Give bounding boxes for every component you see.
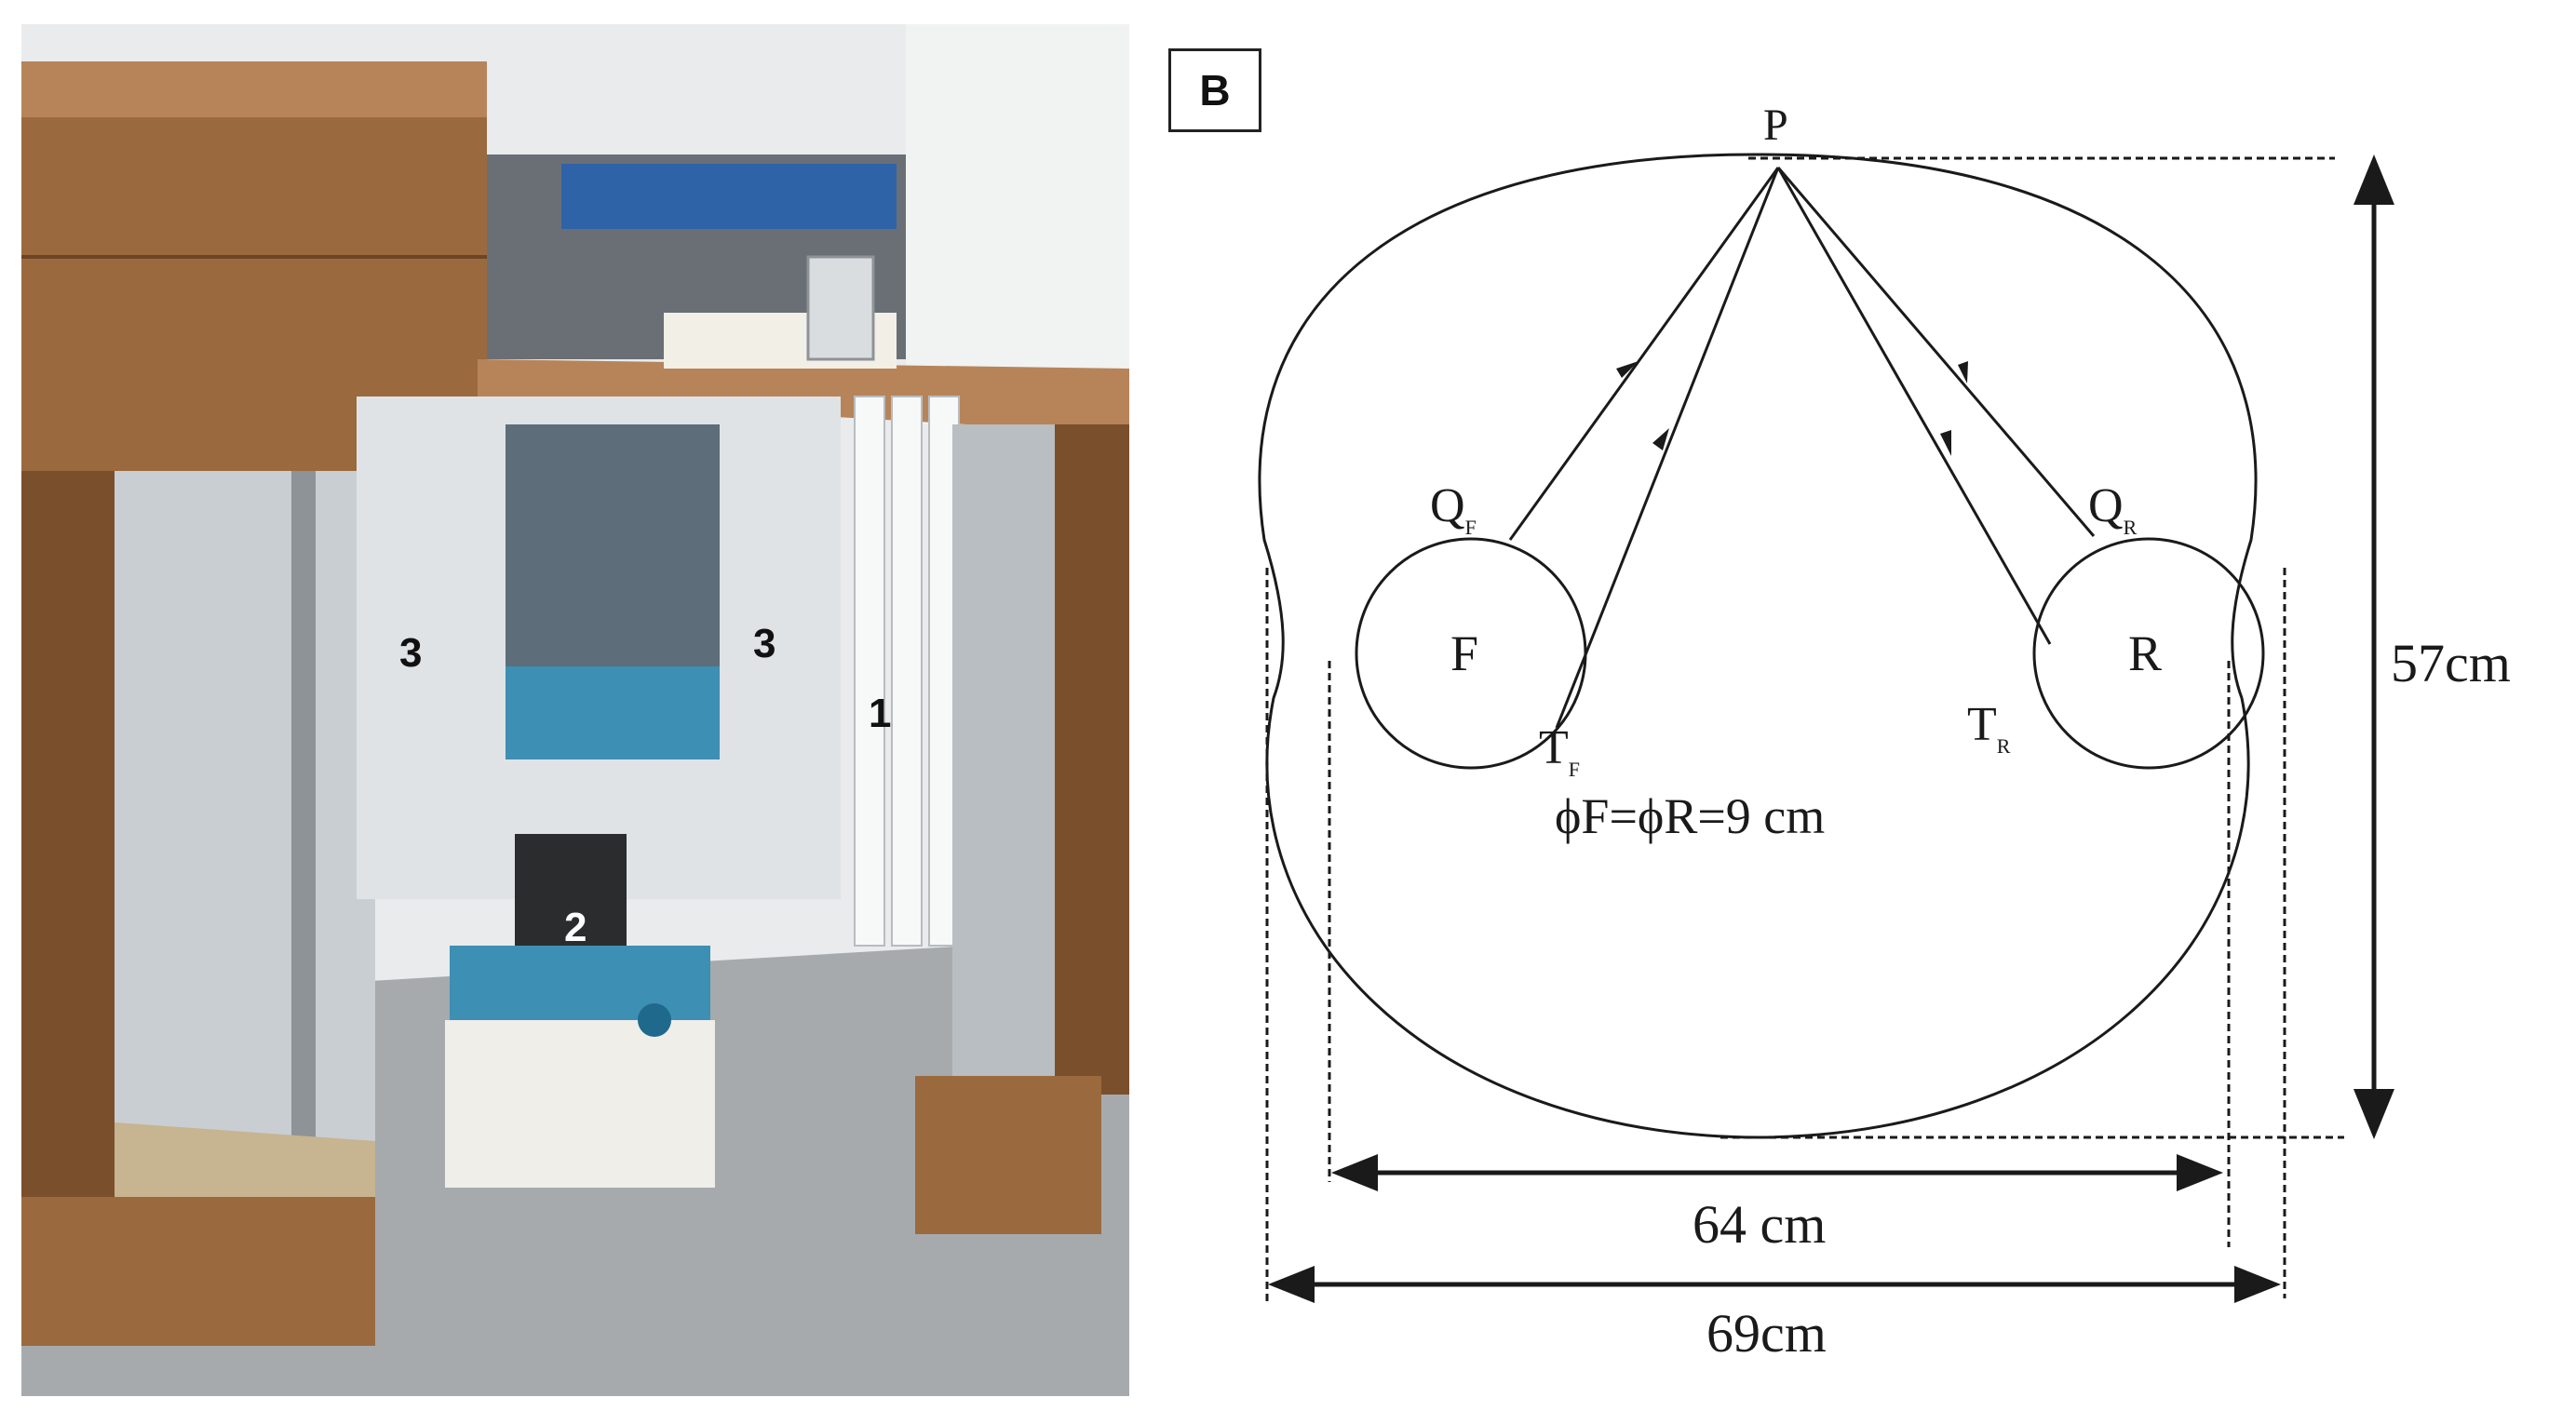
panel-b-label: B <box>1168 48 1261 132</box>
t-front-sub: F <box>1569 758 1580 781</box>
upper-wooden-box-top <box>21 61 487 117</box>
ray-arrow-tf <box>1652 428 1669 450</box>
marker-2: 2 <box>564 905 587 950</box>
ray-arrow-tr <box>1940 430 1951 456</box>
marker-1: 1 <box>869 691 891 736</box>
q-front-main: Q <box>1430 479 1465 532</box>
height-arrow-top <box>2353 155 2394 205</box>
left-sand <box>115 1122 375 1216</box>
right-wood-base <box>915 1076 1101 1234</box>
front-circle-label: F <box>1450 625 1478 681</box>
lamp-tube-1 <box>854 396 885 947</box>
ray-p-qf <box>1508 167 1780 541</box>
outer-width-arrow-right <box>2234 1266 2281 1303</box>
t-rear-sub: R <box>1997 734 2011 758</box>
glass-jar <box>806 255 875 361</box>
inner-width-label: 64 cm <box>1693 1194 1826 1255</box>
reflector-schematic: P F R QF QR TF TR ϕF=ϕR=9 cm 57cm 64 cm … <box>1258 101 2511 1364</box>
ray-arrow-qr <box>1958 361 1968 383</box>
marker-3-left: 3 <box>399 630 422 676</box>
marker-3-right: 3 <box>753 621 775 666</box>
right-wall <box>906 24 1129 424</box>
t-rear-main: T <box>1967 698 1997 751</box>
height-label: 57cm <box>2391 633 2511 693</box>
ray-p-tr <box>1776 167 2052 645</box>
t-front-main: T <box>1539 721 1569 774</box>
blue-drawer <box>561 164 897 229</box>
point-p-label: P <box>1763 101 1788 150</box>
diameter-label: ϕF=ϕR=9 cm <box>1555 788 1825 844</box>
outer-width-label: 69cm <box>1706 1303 1827 1364</box>
left-wood-base <box>21 1197 375 1346</box>
reflected-device <box>506 666 720 759</box>
stirrer-knob <box>638 1003 671 1037</box>
inner-width-arrow-left <box>1331 1154 1378 1191</box>
apparatus-photo: 1 2 3 3 <box>21 24 1129 1396</box>
q-front-sub: F <box>1465 516 1477 539</box>
left-wood-post <box>21 471 115 1216</box>
ray-p-tf <box>1555 167 1780 729</box>
q-front-label: QF <box>1430 479 1477 539</box>
right-wood-post <box>1055 424 1129 1095</box>
inner-width-arrow-right <box>2177 1154 2223 1191</box>
t-front-label: TF <box>1539 721 1580 781</box>
rear-lamp-circle <box>2032 537 2265 770</box>
reflected-jar <box>506 424 720 666</box>
height-arrow-bottom <box>2353 1089 2394 1139</box>
beaker <box>515 834 627 964</box>
panel-b-label-text: B <box>1199 66 1231 114</box>
stirrer-base <box>445 1020 715 1188</box>
left-threaded-rod <box>291 471 316 1216</box>
outer-width-arrow-left <box>1268 1266 1315 1303</box>
reflector-outline <box>1258 153 2258 1139</box>
q-rear-label: QR <box>2088 479 2138 539</box>
ray-p-qr <box>1776 167 2096 537</box>
lamp-tube-2 <box>891 396 923 947</box>
right-enclosure <box>952 424 1055 1095</box>
ray-arrow-qf <box>1616 361 1639 378</box>
t-rear-label: TR <box>1967 698 2011 758</box>
q-rear-sub: R <box>2124 516 2138 539</box>
rear-circle-label: R <box>2128 625 2162 681</box>
q-rear-main: Q <box>2088 479 2124 532</box>
